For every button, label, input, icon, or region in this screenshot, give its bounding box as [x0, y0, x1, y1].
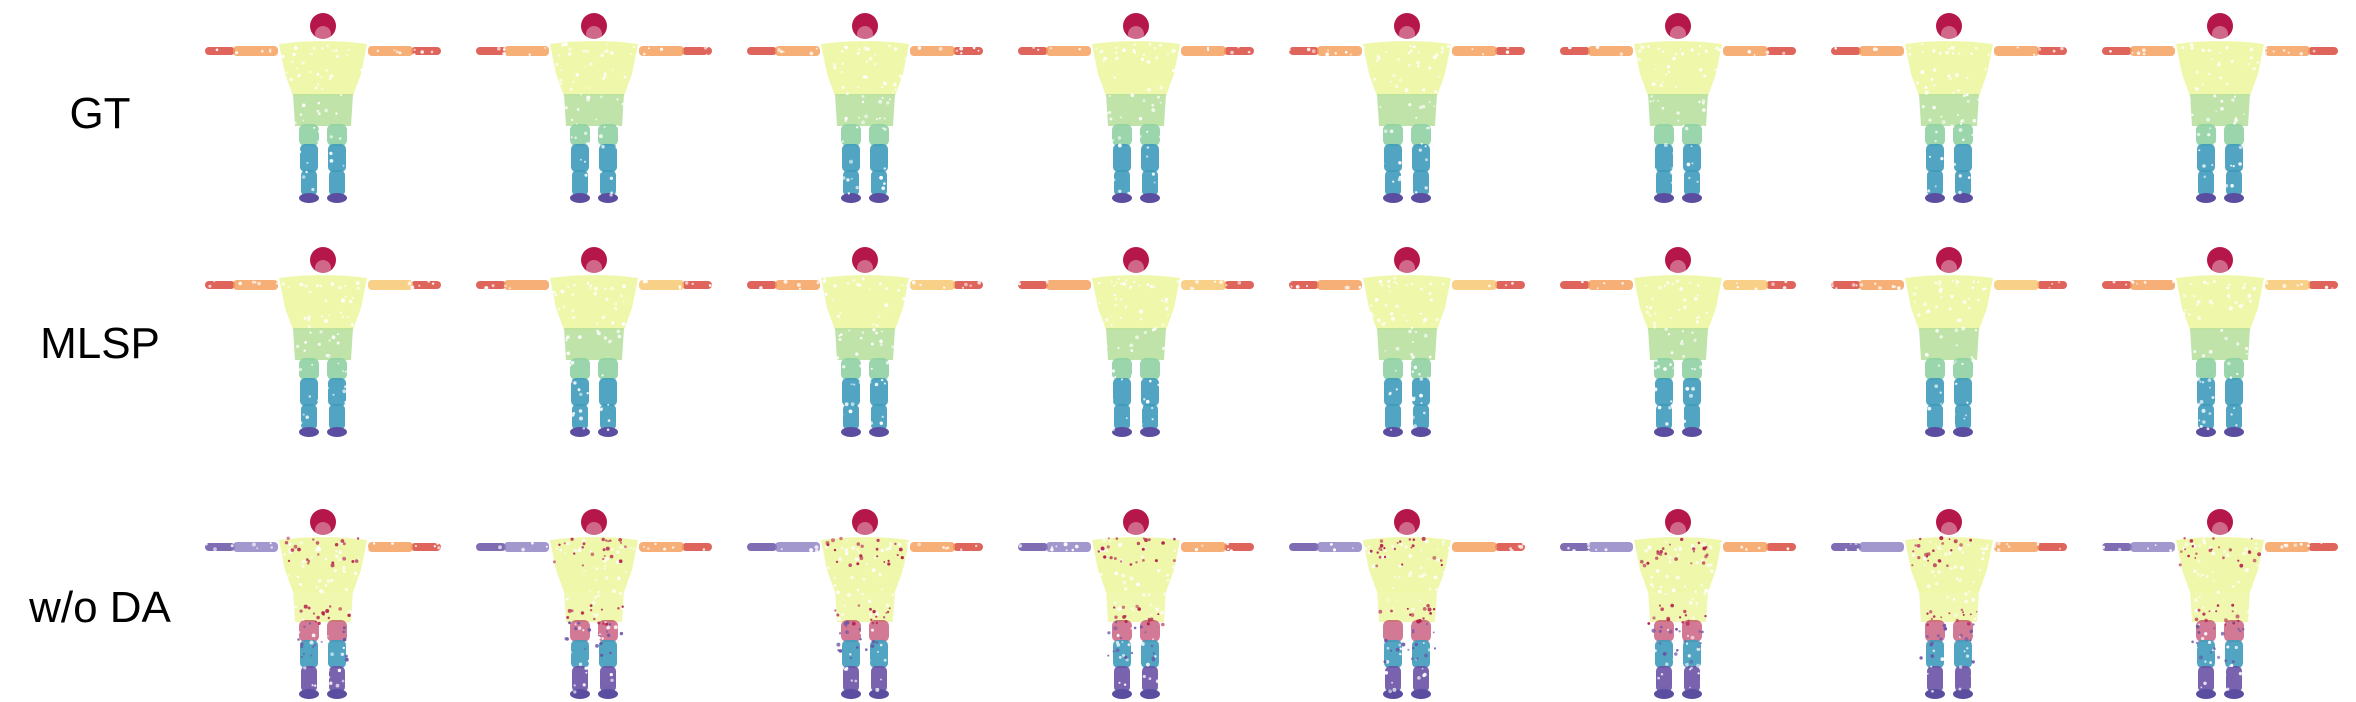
point-cloud-figure-mlsp-5: [1288, 247, 1525, 437]
point-cloud-figure-noda-6: [1560, 509, 1796, 699]
point-cloud-figure-mlsp-1: [205, 247, 441, 437]
point-cloud-figure-mlsp-3: [747, 247, 983, 437]
point-cloud-figure-mlsp-4: [1017, 247, 1254, 437]
point-cloud-figure-gt-1: [205, 13, 441, 203]
point-cloud-figure-gt-3: [747, 13, 983, 203]
point-cloud-figure-noda-1: [205, 509, 441, 699]
point-cloud-figure-gt-5: [1287, 13, 1525, 203]
point-cloud-figure-gt-2: [476, 13, 712, 203]
point-cloud-figure-noda-4: [1018, 509, 1254, 699]
point-cloud-figure-mlsp-8: [2102, 247, 2338, 437]
point-cloud-figure-noda-5: [1289, 509, 1526, 699]
row-label-mlsp: MLSP: [40, 319, 160, 368]
point-cloud-figure-mlsp-2: [476, 247, 712, 437]
row-label-wo-da: w/o DA: [29, 583, 171, 632]
point-cloud-figure-mlsp-6: [1560, 247, 1796, 437]
row-label-gt: GT: [69, 89, 131, 138]
point-cloud-figure-noda-2: [476, 509, 712, 699]
point-cloud-figure-gt-4: [1018, 13, 1254, 203]
point-cloud-figure-noda-8: [2101, 509, 2338, 699]
point-cloud-figure-gt-6: [1560, 13, 1796, 203]
point-cloud-figure-noda-3: [747, 509, 983, 699]
point-cloud-figure-mlsp-7: [1829, 247, 2067, 437]
point-cloud-figure-gt-8: [2102, 13, 2338, 203]
point-cloud-figure-gt-7: [1831, 13, 2067, 203]
point-cloud-figure-noda-7: [1831, 509, 2067, 699]
